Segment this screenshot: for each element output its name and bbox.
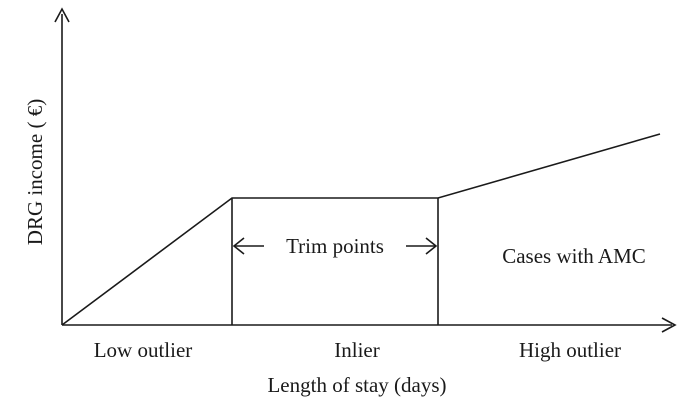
x-axis-label: Length of stay (days) <box>267 373 446 397</box>
income-curve <box>61 133 661 326</box>
amc-label: Cases with AMC <box>502 244 646 268</box>
trim-points-label: Trim points <box>286 234 384 258</box>
trim-arrow-right-head <box>425 237 438 255</box>
region-label-low: Low outlier <box>94 338 193 362</box>
trim-arrow-left-head <box>232 237 245 255</box>
x-axis-arrowhead <box>661 317 677 333</box>
region-label-high: High outlier <box>519 338 621 362</box>
y-axis-arrowhead <box>54 7 70 23</box>
region-label-inlier: Inlier <box>334 338 379 362</box>
y-axis-label: DRG income ( €) <box>23 99 47 245</box>
